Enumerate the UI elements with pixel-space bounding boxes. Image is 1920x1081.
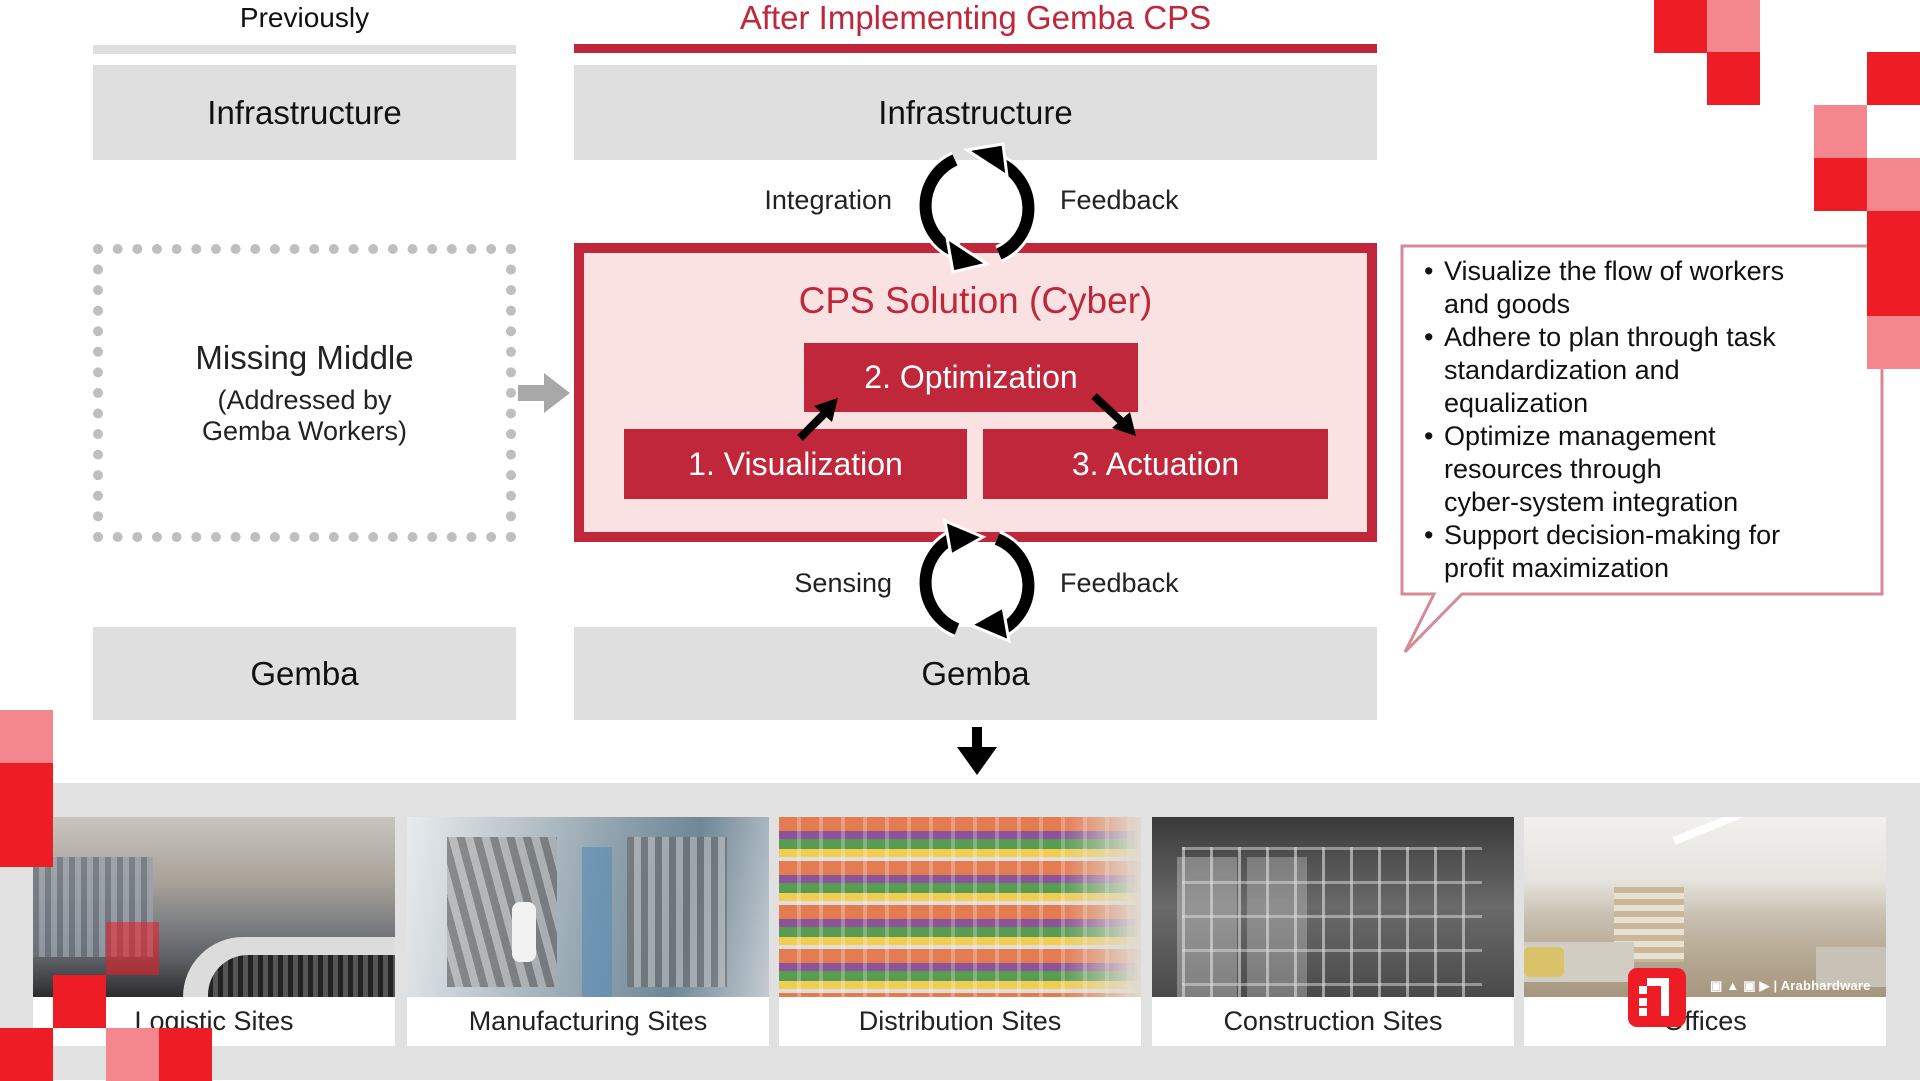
benefits-list: Visualize the flow of workers and goods … <box>1422 255 1862 585</box>
decor-square <box>1867 211 1920 316</box>
benefit-line: cyber-system integration <box>1444 487 1739 517</box>
decor-square <box>1707 52 1760 105</box>
arabhardware-logo <box>1628 968 1686 1027</box>
decor-square <box>106 922 159 975</box>
construction-label: Construction Sites <box>1223 1006 1443 1036</box>
after-gemba-label: Gemba <box>921 654 1030 692</box>
benefit-line: equalization <box>1444 388 1589 418</box>
missing-middle-box: Missing Middle (Addressed by Gemba Worke… <box>93 244 516 542</box>
construction-photo <box>1152 817 1514 997</box>
after-cps-header: After Implementing Gemba CPS <box>739 0 1212 36</box>
decor-square <box>53 975 106 1028</box>
decor-square <box>1814 158 1867 211</box>
logistic-photo <box>33 817 395 997</box>
benefit-line: Visualize the flow of workers <box>1444 256 1785 286</box>
facebook-icon: ▣ <box>1710 978 1723 993</box>
decor-square <box>1867 316 1920 369</box>
watermark-separator: | <box>1773 978 1778 993</box>
decor-square <box>0 710 53 763</box>
prev-infrastructure-label: Infrastructure <box>207 93 402 131</box>
after-gemba-box: Gemba <box>574 627 1377 720</box>
benefit-item: Adhere to plan through task standardizat… <box>1424 321 1862 420</box>
decor-square <box>0 1028 53 1081</box>
decor-square <box>159 1028 212 1081</box>
sync-cycle-icon-bottom <box>916 518 1038 644</box>
step-visualization: 1. Visualization <box>624 429 967 499</box>
previously-divider <box>93 45 516 54</box>
sensing-label: Sensing <box>794 568 892 598</box>
step-actuation-label: 3. Actuation <box>1071 445 1240 482</box>
cps-solution-title: CPS Solution (Cyber) <box>798 280 1153 321</box>
benefit-line: resources through <box>1444 454 1662 484</box>
integration-label: Integration <box>764 185 892 215</box>
feedback-label-top: Feedback <box>1060 185 1179 215</box>
site-card-offices: Offices <box>1524 817 1886 1046</box>
site-card-logistic: Logistic Sites <box>33 817 395 1046</box>
missing-middle-sub-2: Gemba Workers) <box>201 416 408 446</box>
decor-square <box>1814 105 1867 158</box>
arrow-visualization-to-optimization-icon <box>797 398 838 441</box>
decor-square <box>1654 0 1707 53</box>
decor-square <box>1707 0 1760 53</box>
missing-middle-sub-1: (Addressed by <box>217 385 392 415</box>
benefit-line: Adhere to plan through task <box>1444 322 1776 352</box>
manufacturing-photo <box>407 817 769 997</box>
arrow-down-icon <box>957 727 997 775</box>
offices-label: Offices <box>1663 1006 1747 1036</box>
step-visualization-label: 1. Visualization <box>688 445 903 482</box>
site-card-distribution: Distribution Sites <box>779 817 1141 1046</box>
manufacturing-label: Manufacturing Sites <box>468 1006 708 1036</box>
watermark-brand: Arabhardware <box>1780 978 1871 993</box>
previously-header: Previously <box>239 2 370 33</box>
benefit-item: Optimize management resources through cy… <box>1424 420 1862 519</box>
feedback-label-bottom: Feedback <box>1060 568 1179 598</box>
decor-square <box>1867 158 1920 211</box>
step-actuation: 3. Actuation <box>983 429 1328 499</box>
site-card-construction: Construction Sites <box>1152 817 1514 1046</box>
twitter-icon: ▲ <box>1726 978 1740 993</box>
missing-middle-title: Missing Middle <box>195 339 414 376</box>
benefit-line: Support decision-making for <box>1444 520 1781 550</box>
benefit-line: profit maximization <box>1444 553 1670 583</box>
decor-square <box>0 763 53 867</box>
benefit-line: Optimize management <box>1444 421 1716 451</box>
benefit-item: Support decision-making for profit maxim… <box>1424 519 1862 585</box>
logo-glyph-icon <box>1639 978 1669 1016</box>
arrow-optimization-to-actuation-icon <box>1091 393 1136 436</box>
benefit-line: standardization and <box>1444 355 1680 385</box>
after-infrastructure-box: Infrastructure <box>574 65 1377 160</box>
step-optimization-label: 2. Optimization <box>864 359 1078 395</box>
sync-cycle-icon-top <box>916 142 1038 274</box>
instagram-icon: ▣ <box>1743 978 1756 993</box>
after-infrastructure-label: Infrastructure <box>878 93 1073 131</box>
arrow-right-icon <box>518 373 570 413</box>
after-divider <box>574 44 1377 53</box>
benefit-line: and goods <box>1444 289 1571 319</box>
benefit-item: Visualize the flow of workers and goods <box>1424 255 1862 321</box>
decor-square <box>1867 52 1920 105</box>
youtube-icon: ▶ <box>1759 978 1770 993</box>
watermark: ▣ ▲ ▣ ▶ | Arabhardware <box>1710 978 1871 994</box>
distribution-photo <box>779 817 1141 997</box>
decor-square <box>106 1028 159 1081</box>
offices-photo <box>1524 817 1886 997</box>
site-card-manufacturing: Manufacturing Sites <box>407 817 769 1046</box>
prev-gemba-box: Gemba <box>93 627 516 720</box>
prev-infrastructure-box: Infrastructure <box>93 65 516 160</box>
prev-gemba-label: Gemba <box>250 654 359 692</box>
distribution-label: Distribution Sites <box>858 1006 1062 1036</box>
step-optimization: 2. Optimization <box>804 343 1138 412</box>
